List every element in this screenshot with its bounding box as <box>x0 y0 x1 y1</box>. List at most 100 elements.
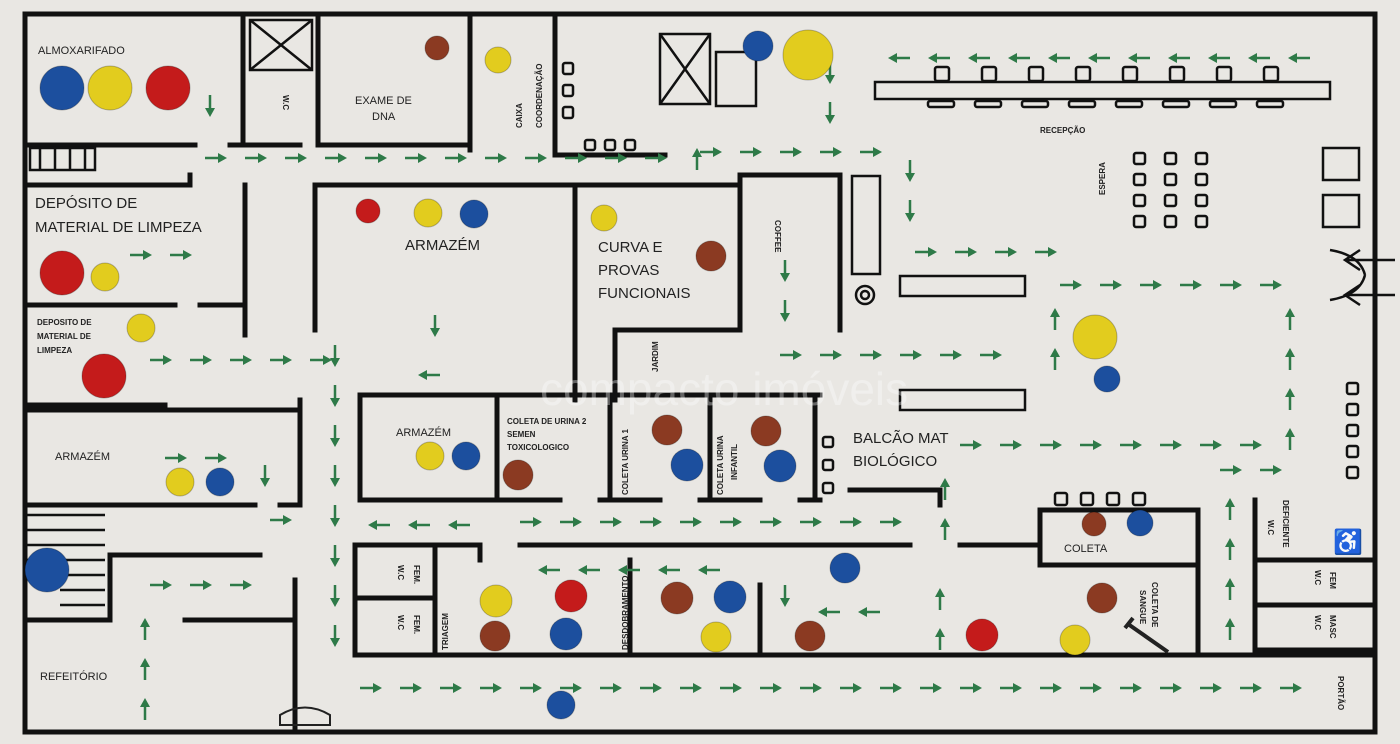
route-arrow-icon <box>1293 683 1302 693</box>
seat <box>821 458 835 472</box>
seat <box>1131 491 1147 507</box>
label-deposito-2b: MATERIAL DE <box>37 332 92 341</box>
route-arrow-icon <box>813 683 822 693</box>
yellow-marker <box>1059 624 1091 656</box>
svg-text:♿: ♿ <box>1333 528 1363 556</box>
label-wc-fem-2: W.C <box>396 615 405 630</box>
label-deposito-1: DEPÓSITO DE <box>35 195 137 212</box>
label-wc-fem-3: W.C <box>1313 570 1322 585</box>
yellow-marker <box>782 29 834 81</box>
route-arrow-icon <box>218 453 227 463</box>
seat <box>1132 193 1147 208</box>
label-coleta-sangue: COLETA DE <box>1150 582 1159 628</box>
label-curva: CURVA E <box>598 239 662 256</box>
route-arrow-icon <box>653 683 662 693</box>
yellow-marker <box>479 584 513 618</box>
route-arrow-icon <box>873 147 882 157</box>
label-coffee: COFFEE <box>773 220 782 253</box>
route-arrow-icon <box>1233 280 1242 290</box>
seat <box>1079 491 1095 507</box>
route-arrow-icon <box>498 153 507 163</box>
seat <box>1345 465 1360 480</box>
route-arrow-icon <box>780 313 790 322</box>
route-arrow-icon <box>653 517 662 527</box>
label-deposito-1b: MATERIAL DE LIMPEZA <box>35 219 202 236</box>
route-arrow-icon <box>1193 280 1202 290</box>
route-arrow-icon <box>448 520 457 530</box>
route-arrow-icon <box>698 565 707 575</box>
chair <box>1067 99 1097 109</box>
label-coordenacao: COORDENAÇÃO <box>535 64 544 128</box>
route-arrow-icon <box>933 683 942 693</box>
route-arrow-icon <box>1153 280 1162 290</box>
route-arrow-icon <box>658 153 667 163</box>
yellow-marker <box>413 198 443 228</box>
label-deposito-2: DEPOSITO DE <box>37 318 92 327</box>
label-exame-dna-2: DNA <box>372 111 396 123</box>
route-arrow-icon <box>1073 280 1082 290</box>
route-arrow-icon <box>368 520 377 530</box>
route-arrow-icon <box>338 153 347 163</box>
seat <box>1132 172 1147 187</box>
route-arrow-icon <box>1093 440 1102 450</box>
route-arrow-icon <box>1053 683 1062 693</box>
red-marker <box>554 579 588 613</box>
route-arrow-icon <box>413 683 422 693</box>
route-arrow-icon <box>618 153 627 163</box>
yellow-marker <box>590 204 618 232</box>
route-arrow-icon <box>733 517 742 527</box>
route-arrow-icon <box>793 147 802 157</box>
evacuation-routes <box>130 53 1310 720</box>
seat <box>561 83 575 98</box>
chair <box>1168 65 1186 83</box>
red-marker <box>81 353 127 399</box>
label-coleta-urina-infantil: COLETA URINA <box>716 435 725 495</box>
label-wc-deficiente: W.C <box>1266 520 1275 535</box>
label-wc-fem-2b: FEM. <box>412 615 421 634</box>
route-arrow-icon <box>178 453 187 463</box>
blue-marker <box>1126 509 1154 537</box>
label-balcao: BALCÃO MAT <box>853 430 949 447</box>
route-arrow-icon <box>973 440 982 450</box>
seat <box>1194 172 1209 187</box>
route-arrow-icon <box>905 213 915 222</box>
route-arrow-icon <box>330 638 340 647</box>
label-coleta: COLETA <box>1064 543 1108 555</box>
route-arrow-icon <box>928 247 937 257</box>
route-arrow-icon <box>218 153 227 163</box>
reception-counter <box>873 80 1332 101</box>
label-sangue: SANGUE <box>1138 590 1147 625</box>
route-arrow-icon <box>1285 428 1295 437</box>
route-arrow-icon <box>203 580 212 590</box>
label-jardim: JARDIM <box>651 341 660 372</box>
seat <box>583 138 597 152</box>
chair <box>1208 99 1238 109</box>
route-arrow-icon <box>538 153 547 163</box>
route-arrow-icon <box>1213 683 1222 693</box>
route-arrow-icon <box>1253 683 1262 693</box>
chair <box>1161 99 1191 109</box>
chair <box>1255 99 1285 109</box>
route-arrow-icon <box>578 153 587 163</box>
route-arrow-icon <box>458 153 467 163</box>
route-arrow-icon <box>1013 440 1022 450</box>
route-arrow-icon <box>825 115 835 124</box>
route-arrow-icon <box>1273 280 1282 290</box>
label-wc-fem-3b: FEM <box>1328 572 1337 589</box>
label-armazem-left: ARMAZÉM <box>55 450 110 463</box>
route-arrow-icon <box>613 517 622 527</box>
route-arrow-icon <box>818 607 827 617</box>
route-arrow-icon <box>833 147 842 157</box>
label-curva-2: PROVAS <box>598 262 659 279</box>
route-arrow-icon <box>773 683 782 693</box>
seat <box>1163 151 1178 166</box>
route-arrow-icon <box>283 355 292 365</box>
seat <box>1105 491 1121 507</box>
route-arrow-icon <box>1225 578 1235 587</box>
label-wc-masc: W.C <box>1313 615 1322 630</box>
seat <box>1163 214 1178 229</box>
red-marker <box>145 65 191 111</box>
room-labels: ALMOXARIFADO W.C EXAME DE DNA CAIXA COOR… <box>35 45 1345 710</box>
label-wc: W.C <box>281 95 290 110</box>
markers <box>24 29 1154 720</box>
